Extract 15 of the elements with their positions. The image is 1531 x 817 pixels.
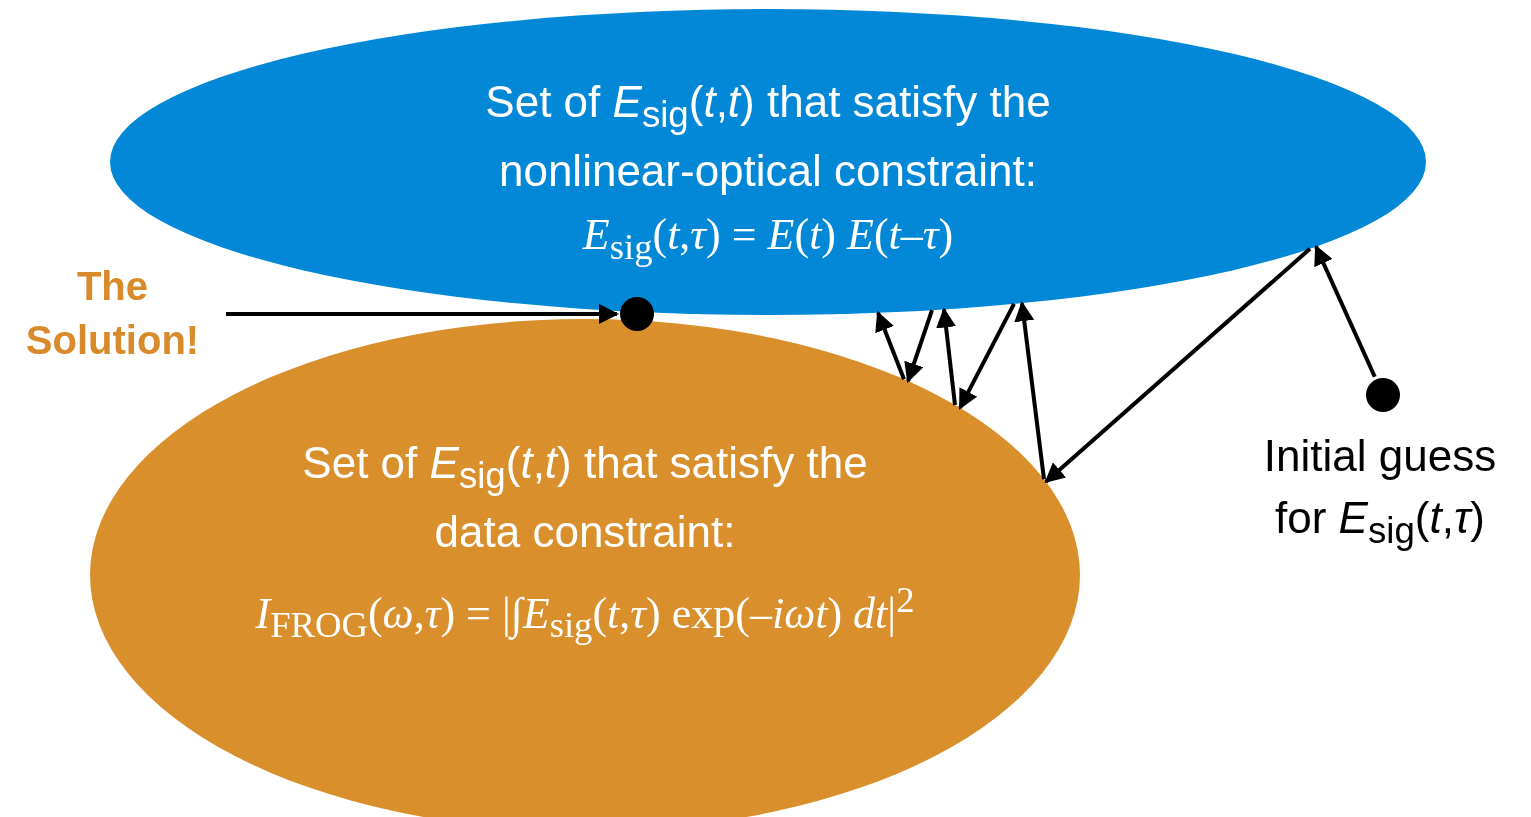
arrow xyxy=(875,311,906,380)
arrow xyxy=(1044,247,1312,484)
constraint-equation: I$_{FROG}$(ω,τ) = |∫E$_{sig}$(t,τ) exp(–iωt) dt|$^{2}$ xyxy=(254,578,916,648)
arrow xyxy=(1314,244,1377,378)
start-point xyxy=(1366,378,1400,412)
solution-label: The Solution! xyxy=(5,259,220,369)
arrow xyxy=(936,307,957,406)
set-description: Set of E$_{sig}$(t,t) that satisfy the data constraint: xyxy=(301,437,869,559)
arrow xyxy=(904,309,934,383)
arrow xyxy=(226,304,619,324)
arrow xyxy=(958,303,1016,410)
constraint-equation: E$_{sig}$(t,τ) = E(t) E(t–τ) xyxy=(581,209,955,269)
set-description: Set of E$_{sig}$(t,t) that satisfy the nonlinear-optical constraint: xyxy=(484,76,1052,198)
arrow xyxy=(1014,301,1046,480)
point-caption: Initial guess for E$_{sig}$(t,τ) xyxy=(1262,430,1498,553)
